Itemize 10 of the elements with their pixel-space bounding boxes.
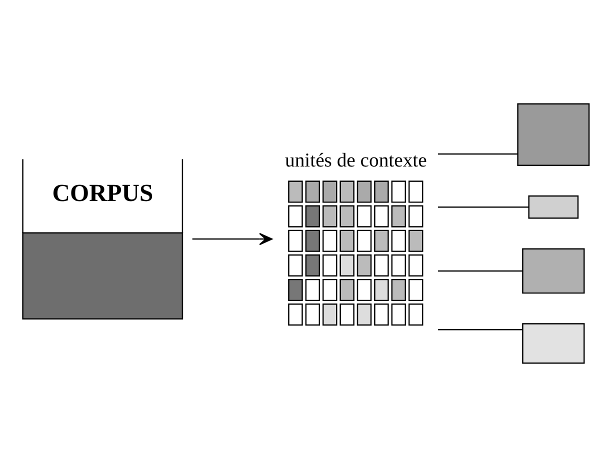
node-label: unités de contexte <box>285 148 427 171</box>
connector <box>438 270 523 272</box>
node-box <box>522 322 585 364</box>
connector <box>438 328 523 330</box>
node-box <box>517 102 590 166</box>
node-box <box>522 248 585 294</box>
connector <box>438 206 529 208</box>
connector <box>438 152 518 154</box>
arrow <box>192 232 273 245</box>
node-box <box>528 194 579 218</box>
